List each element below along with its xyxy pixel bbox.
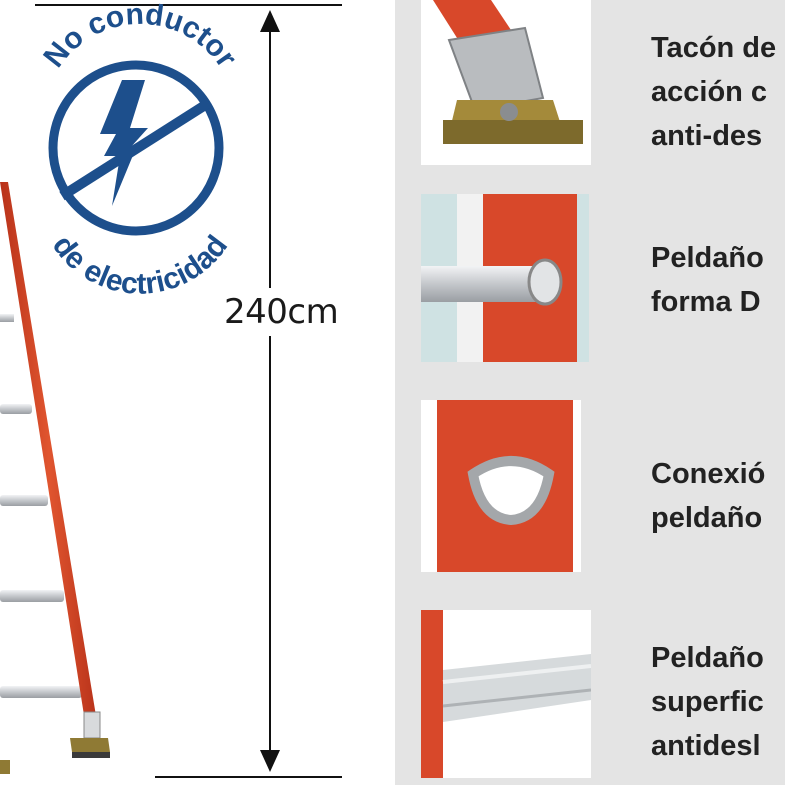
feature-thumb-connection [421,400,581,572]
feature-line: Peldaño [651,242,764,274]
ladder-rungs [0,314,82,698]
feature-line: peldaño [651,502,763,534]
ladder-foot-left [0,760,10,774]
height-label: 240cm [220,288,343,336]
features-panel: Tacón de acción c anti-des Peldaño forma… [395,0,785,785]
feature-item: Peldaño forma D [395,194,785,364]
lightning-bolt-icon [100,80,148,206]
feature-text: Peldaño forma D [651,236,764,324]
feature-line: Tacón de [651,32,777,64]
height-dimension [35,4,342,778]
feature-line: forma D [651,286,761,318]
ladder-panel: No conductor de electricidad 240cm [0,0,343,778]
feature-item: Tacón de acción c anti-des [395,0,785,170]
ladder-rung [0,495,48,506]
badge-ring [48,60,224,236]
feature-item: Peldaño superfic antidesl [395,610,785,785]
feature-line: antidesl [651,730,761,762]
badge-slash [59,97,213,201]
badge-bottom-text: de electricidad [46,229,234,301]
feature-line: Peldaño [651,642,764,674]
feature-text: Peldaño superfic antidesl [651,636,764,768]
ladder-rail [0,182,98,728]
no-conductor-badge: No conductor de electricidad [37,0,243,301]
feature-line: anti-des [651,120,763,152]
feature-thumb-antislip-rung [421,610,591,778]
feature-line: Conexió [651,458,766,490]
ladder-illustration: No conductor de electricidad [0,0,342,778]
feature-text: Conexió peldaño [651,452,765,540]
ladder-rung [0,686,82,698]
feature-line: superfic [651,686,764,718]
feature-line: acción c [651,76,768,108]
feature-item: Conexió peldaño [395,400,785,575]
ladder-rung [0,404,32,414]
feature-text: Tacón de acción c anti-des [651,26,776,158]
feature-thumb-foot [421,0,591,165]
ladder-foot [70,711,110,758]
feature-thumb-d-rung [421,194,589,362]
ladder-rung [0,314,14,322]
ladder-rung [0,590,64,602]
